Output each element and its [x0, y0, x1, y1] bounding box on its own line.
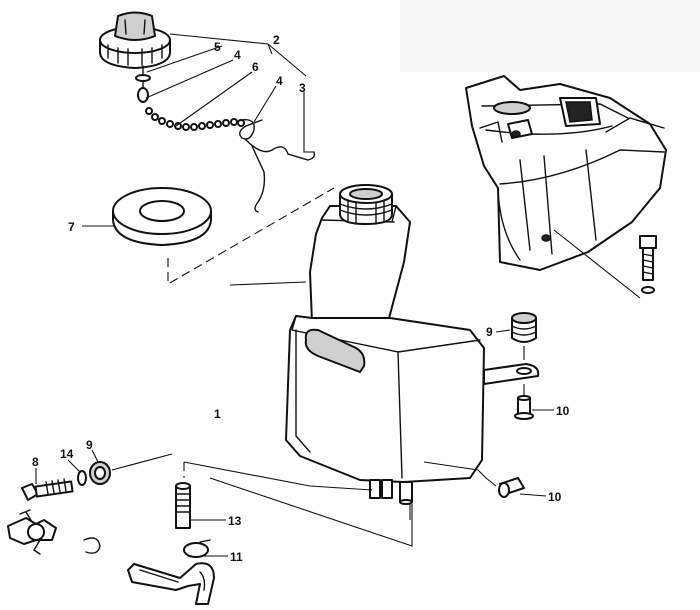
callout-1: 1 — [214, 407, 221, 421]
callout-5: 5 — [214, 40, 221, 54]
mount-grommet-upper — [511, 312, 537, 360]
hose-clip-small — [83, 537, 101, 554]
tank-outlet-line — [183, 461, 373, 491]
tank-mount-bracket — [483, 363, 540, 385]
callout-4-lower: 4 — [276, 74, 283, 88]
callout-9-left: 9 — [86, 438, 93, 452]
sealing-washer — [77, 470, 87, 486]
drain-grommet — [89, 461, 111, 485]
callout-3: 3 — [299, 81, 306, 95]
wire-clip — [239, 119, 316, 213]
callout-14: 14 — [60, 447, 74, 461]
fuel-cap — [99, 11, 171, 69]
callout-8: 8 — [32, 455, 39, 469]
callout-7: 7 — [68, 220, 75, 234]
gasket-alignment-line — [167, 187, 335, 285]
drain-alignment-line — [111, 453, 173, 471]
hose-clamp — [183, 539, 211, 558]
frame-bolt — [553, 229, 657, 299]
fuel-filter-screen — [175, 482, 191, 529]
callout-13: 13 — [228, 514, 242, 528]
background-artifact — [400, 0, 700, 72]
callout-leaders — [35, 33, 554, 557]
cap-retainer — [135, 65, 151, 103]
cap-chain — [145, 107, 245, 131]
collar-bushing-lower — [423, 461, 525, 498]
callout-4-upper: 4 — [234, 48, 241, 62]
neck-gasket — [112, 187, 212, 246]
frame-inset-view — [465, 75, 667, 271]
callout-2: 2 — [273, 33, 280, 47]
fuel-tank — [285, 184, 485, 505]
callout-10-upper: 10 — [556, 404, 570, 418]
callout-9-right: 9 — [486, 325, 493, 339]
callout-10-lower: 10 — [548, 490, 562, 504]
fuel-hose — [127, 562, 215, 605]
hollow-bolt — [21, 478, 74, 501]
tank-outlet-line-2 — [209, 477, 413, 547]
collar-bushing-upper — [514, 384, 534, 420]
fuel-cock — [7, 509, 57, 555]
callout-6: 6 — [252, 60, 259, 74]
callout-11: 11 — [230, 550, 243, 564]
